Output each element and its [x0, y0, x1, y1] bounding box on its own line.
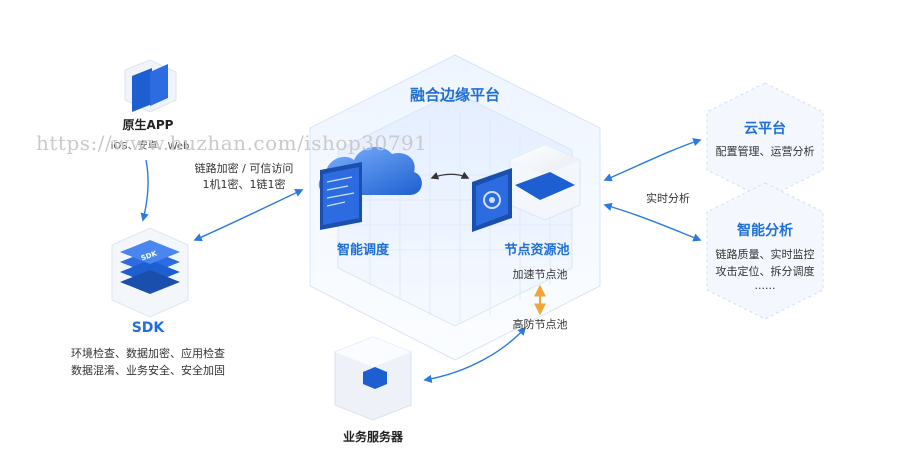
cloud-platform-desc: 配置管理、运营分析 [715, 145, 815, 158]
link-encryption-label: 链路加密 / 可信访问 [194, 162, 294, 175]
node-pool-label: 节点资源池 [504, 243, 570, 258]
cloud-platform-title: 云平台 [744, 121, 786, 137]
server-pool-arrow [423, 326, 527, 383]
native-app-title: 原生APP [122, 118, 174, 132]
smart-analysis-line1: 链路质量、实时监控 [715, 248, 815, 261]
realtime-analysis-label: 实时分析 [646, 192, 690, 205]
platform-title: 融合边缘平台 [409, 86, 501, 104]
smart-analysis-title: 智能分析 [737, 223, 793, 239]
ddos-pool-label: 高防节点池 [512, 318, 568, 331]
sdk-desc-line2: 数据混淆、业务安全、安全加固 [71, 364, 225, 377]
native-app-icon [124, 59, 177, 113]
platform-hexagon [309, 54, 601, 361]
server-cube-icon [334, 336, 412, 421]
link-key-label: 1机1密、1链1密 [202, 178, 286, 191]
app-sdk-arrow [140, 159, 149, 222]
scheduler-pool-arrow [430, 171, 470, 180]
sdk-platform-arrow [193, 189, 304, 242]
native-app-platforms: iOS、安卓、Web [110, 141, 190, 152]
cloud-platform-hex [706, 82, 824, 200]
smart-analysis-line2: 攻击定位、拆分调度 [715, 265, 815, 278]
platform-cloud-arrow [603, 138, 702, 182]
node-pool-illustration [472, 144, 581, 232]
sdk-title: SDK [131, 320, 165, 336]
scheduler-label: 智能调度 [336, 243, 390, 258]
sdk-stack-icon [111, 227, 189, 318]
scheduler-illustration [318, 146, 422, 230]
sdk-desc-line1: 环境检查、数据加密、应用检查 [71, 347, 225, 360]
smart-analysis-hex [706, 182, 824, 320]
business-server-label: 业务服务器 [342, 430, 404, 444]
smart-analysis-ellipsis: ...... [754, 279, 776, 292]
platform-analysis-arrow [603, 202, 702, 242]
watermark-text: https://www.huzhan.com/ishop30791 [36, 131, 428, 155]
accel-pool-label: 加速节点池 [512, 268, 568, 281]
